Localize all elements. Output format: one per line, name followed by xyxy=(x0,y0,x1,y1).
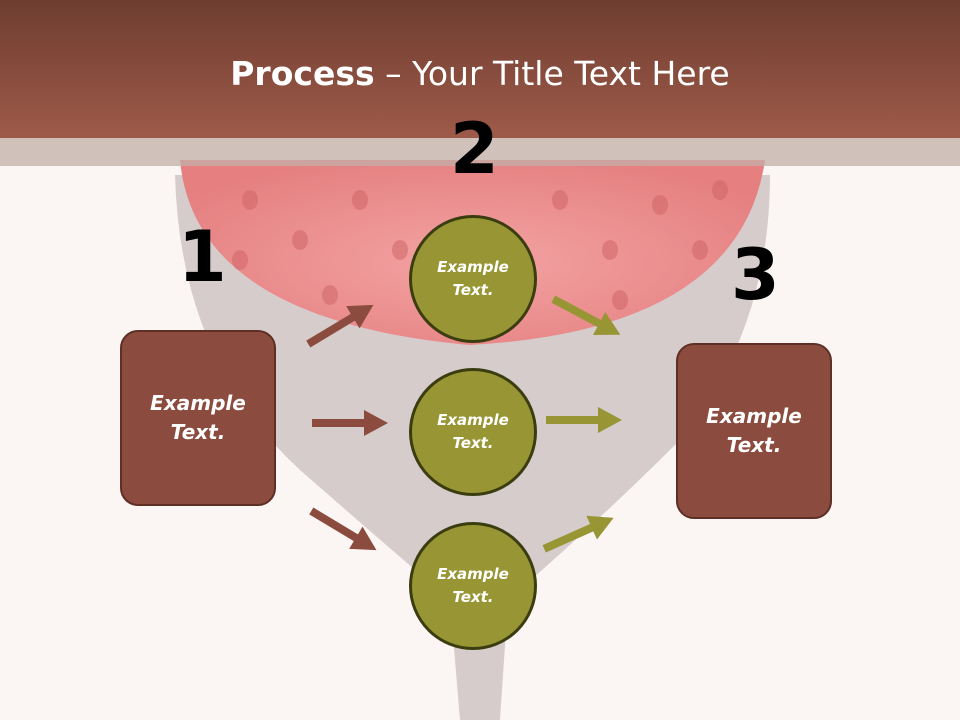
step-1-text-line1: Example xyxy=(150,391,246,415)
circle-middle-text-line1: Example xyxy=(437,411,509,429)
arrow-2-top-to-3 xyxy=(551,295,621,335)
step-2-number: 2 xyxy=(450,108,499,190)
strawberry-seeds xyxy=(232,180,728,310)
title-bold: Process xyxy=(230,54,375,93)
circle-middle-text-line2: Text. xyxy=(452,434,494,452)
title-rest: – Your Title Text Here xyxy=(374,54,730,93)
step-1-text-line2: Text. xyxy=(170,420,226,444)
circle-bottom-text-line2: Text. xyxy=(452,588,494,606)
circle-top-text-line1: Example xyxy=(437,258,509,276)
step-3-text-line2: Text. xyxy=(726,433,782,457)
circle-bottom-text-line1: Example xyxy=(437,565,509,583)
arrow-1-to-2-top xyxy=(306,304,374,348)
circle-top-text-line2: Text. xyxy=(452,281,494,299)
arrow-2-middle-to-3 xyxy=(546,407,622,433)
slide-title: Process – Your Title Text Here xyxy=(0,54,960,93)
arrow-1-to-2-middle xyxy=(312,410,388,436)
header-band xyxy=(0,138,960,166)
step-3-number: 3 xyxy=(731,234,780,316)
step-1-number: 1 xyxy=(178,216,227,298)
arrow-2-bottom-to-3 xyxy=(542,515,614,553)
step-3-text-line1: Example xyxy=(706,404,802,428)
arrow-1-to-2-bottom xyxy=(309,507,377,551)
title-bar xyxy=(0,0,960,138)
